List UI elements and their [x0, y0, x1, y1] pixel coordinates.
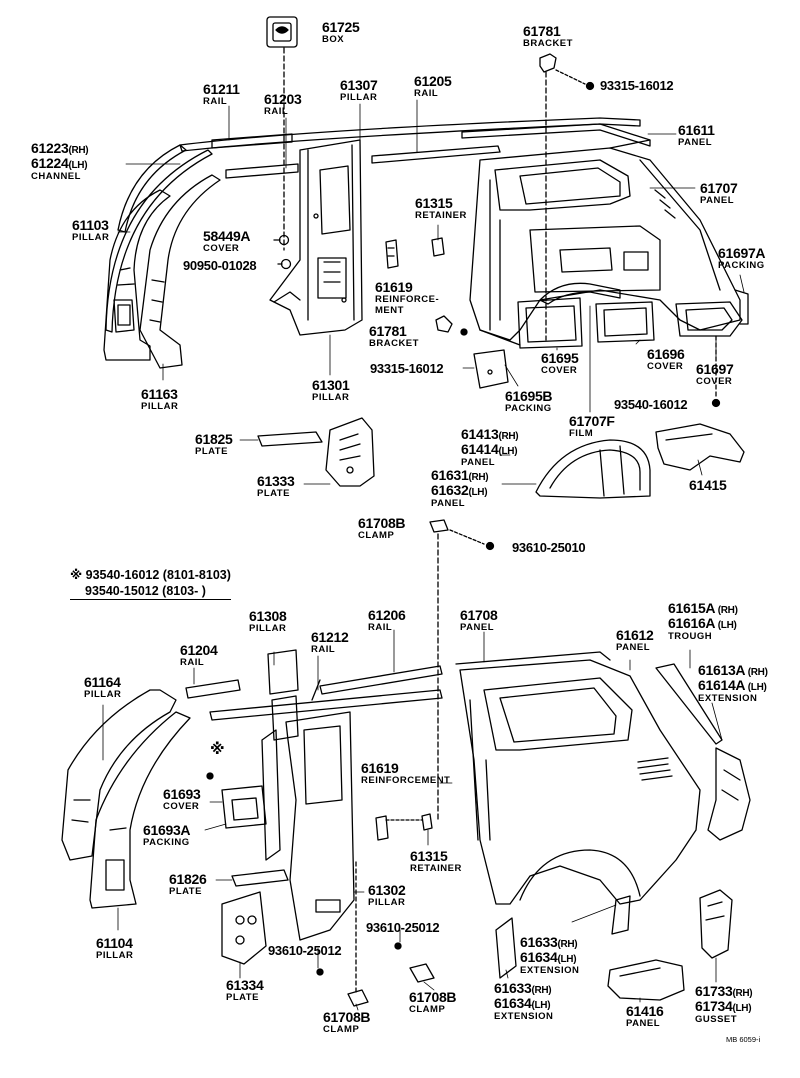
callout-90950: 90950-01028 — [183, 258, 257, 273]
rails-lower-part — [185, 649, 443, 741]
pillar-61103-part — [103, 189, 171, 361]
wheel-house-61631-part — [535, 439, 651, 499]
plate-61825-part — [257, 431, 323, 447]
callout-61413-61414: 61413(RH) 61414(LH) PANEL — [461, 426, 519, 468]
cover-61696-part — [595, 301, 655, 343]
cover-61697-part — [675, 289, 749, 337]
drawing-code: MB 6059-i — [726, 1035, 761, 1044]
plate-61826-part — [231, 869, 289, 887]
bracket-61781-lower-part — [435, 315, 468, 336]
callout-61615a-61616a: 61615A (RH) 61616A (LH) TROUGH — [668, 600, 738, 642]
pillar-61104-part — [89, 711, 191, 909]
panel-61415-part — [655, 423, 745, 471]
roof-rails-part — [179, 117, 651, 179]
callout-61633-61634-upper: 61633(RH) 61634(LH) EXTENSION — [520, 934, 580, 976]
cover-61693-part — [206, 772, 267, 829]
reinforcement-61619-lower-part — [375, 813, 433, 841]
extension-61633-part — [495, 895, 631, 979]
channel-61223-part — [105, 144, 213, 333]
callout-93610-middle: 93610-25010 — [512, 540, 586, 555]
callout-93315-top: 93315-16012 — [600, 78, 674, 93]
packing-61695b-part — [473, 349, 509, 389]
callout-93540: 93540-16012 — [614, 397, 688, 412]
callout-61415: 61415 — [689, 477, 727, 493]
callout-61613a-61614a: 61613A (RH) 61614A (LH) EXTENSION — [698, 662, 768, 704]
pillar-61302-part — [261, 711, 355, 941]
extension-61613a-part — [707, 747, 751, 841]
pillar-61301-part — [269, 139, 363, 336]
gusset-61733-part — [699, 889, 733, 959]
retainer-61315-part — [385, 237, 445, 269]
callout-star-marker: ※ — [210, 741, 225, 758]
pillar-61163-part — [139, 174, 221, 369]
plate-61333-part — [325, 417, 375, 487]
pillar-61164-part — [61, 689, 177, 861]
bracket-61781-top-part — [539, 53, 595, 91]
box-61725-part — [266, 16, 298, 48]
clamp-61708b-middle-part — [429, 519, 495, 551]
callout-93315-lower: 93315-16012 — [370, 361, 444, 376]
callout-61223-61224: 61223(RH) 61224(LH) CHANNEL — [31, 140, 89, 182]
callout-93610-left: 93610-25012 — [268, 943, 342, 958]
plate-61334-part — [221, 891, 324, 976]
quarter-panel-61707-part — [469, 147, 741, 346]
clamp-61708b-bottom-part — [347, 942, 435, 1007]
production-date-note: ※ 93540-16012 (8101-8103) 93540-15012 (8… — [70, 568, 231, 601]
callout-61733-61734: 61733(RH) 61734(LH) GUSSET — [695, 983, 753, 1025]
panel-61416-part — [607, 959, 685, 1001]
callout-61633-61634-lower: 61633(RH) 61634(LH) EXTENSION — [494, 980, 554, 1022]
cover-61695-part — [517, 282, 621, 349]
callout-61631-61632: 61631(RH) 61632(LH) PANEL — [431, 467, 489, 509]
callout-93610-right: 93610-25012 — [366, 920, 440, 935]
quarter-panel-61612-part — [455, 651, 701, 905]
